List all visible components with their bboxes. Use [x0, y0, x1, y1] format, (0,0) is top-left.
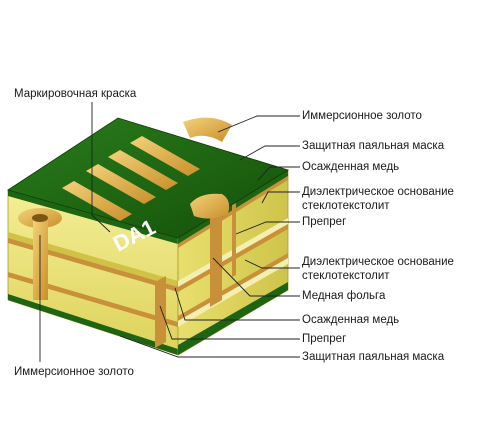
cut-via-1	[210, 211, 222, 307]
finger-3	[108, 150, 178, 190]
label-marking-ink: Маркировочная краска	[14, 88, 137, 100]
leader-solder-mask-bottom	[119, 335, 300, 358]
cut-via-2	[232, 203, 236, 277]
leader-copper-foil	[212, 257, 300, 297]
top-gold-pad-2	[190, 193, 230, 219]
label-dielectric-top-line1: Диэлектрическое основание	[302, 186, 454, 198]
right-solder-mask-bottom	[178, 282, 288, 355]
front-copper-foil	[8, 238, 178, 292]
leader-dielectric-top	[261, 191, 300, 204]
leader-plated-copper-top	[257, 166, 300, 181]
finger-1	[62, 181, 132, 221]
leader-prepreg-top	[235, 221, 300, 235]
leader-dielectric-mid	[244, 259, 300, 269]
finger-4	[130, 136, 200, 176]
label-immersion-gold-left: Иммерсионное золото	[14, 366, 134, 378]
leader-plated-copper-bottom	[174, 287, 300, 321]
leader-prepreg-bottom	[159, 305, 300, 340]
left-through-hole	[32, 214, 48, 300]
leader-immersion-gold-top	[217, 115, 300, 133]
right-prepreg-2	[178, 258, 288, 327]
front-solder-mask-bottom	[8, 294, 178, 355]
label-immersion-gold-top: Иммерсионное золото	[302, 110, 422, 122]
top-gold-pad-1	[183, 117, 232, 142]
board-top-face: DA1	[7, 117, 289, 256]
board-right-face	[155, 169, 289, 356]
cut-via-3	[155, 276, 166, 348]
right-copper-foil-2	[178, 253, 288, 321]
front-solder-mask-top	[8, 190, 178, 244]
board-front-face	[7, 189, 179, 356]
front-prepreg-line-1	[8, 232, 178, 287]
label-copper-foil: Медная фольга	[302, 290, 386, 302]
leader-solder-mask-top	[239, 145, 300, 161]
label-prepreg-bottom: Препрег	[302, 333, 347, 345]
leader-marking-ink	[91, 102, 111, 233]
label-prepreg-top: Препрег	[302, 216, 347, 228]
finger-2	[86, 164, 156, 204]
label-plated-copper-top: Осажденная медь	[302, 161, 400, 173]
label-solder-mask-top: Защитная паяльная маска	[302, 140, 445, 152]
leader-lines	[39, 102, 300, 362]
label-solder-mask-bottom: Защитная паяльная маска	[302, 351, 445, 363]
label-plated-copper-bottom: Осажденная медь	[302, 314, 400, 326]
label-dielectric-mid-line1: Диэлектрическое основание	[302, 256, 454, 268]
label-dielectric-top-line2: стеклотекстолит	[302, 200, 390, 212]
front-copper-foil-2	[8, 272, 178, 327]
label-dielectric-mid-line2: стеклотекстолит	[302, 270, 390, 282]
